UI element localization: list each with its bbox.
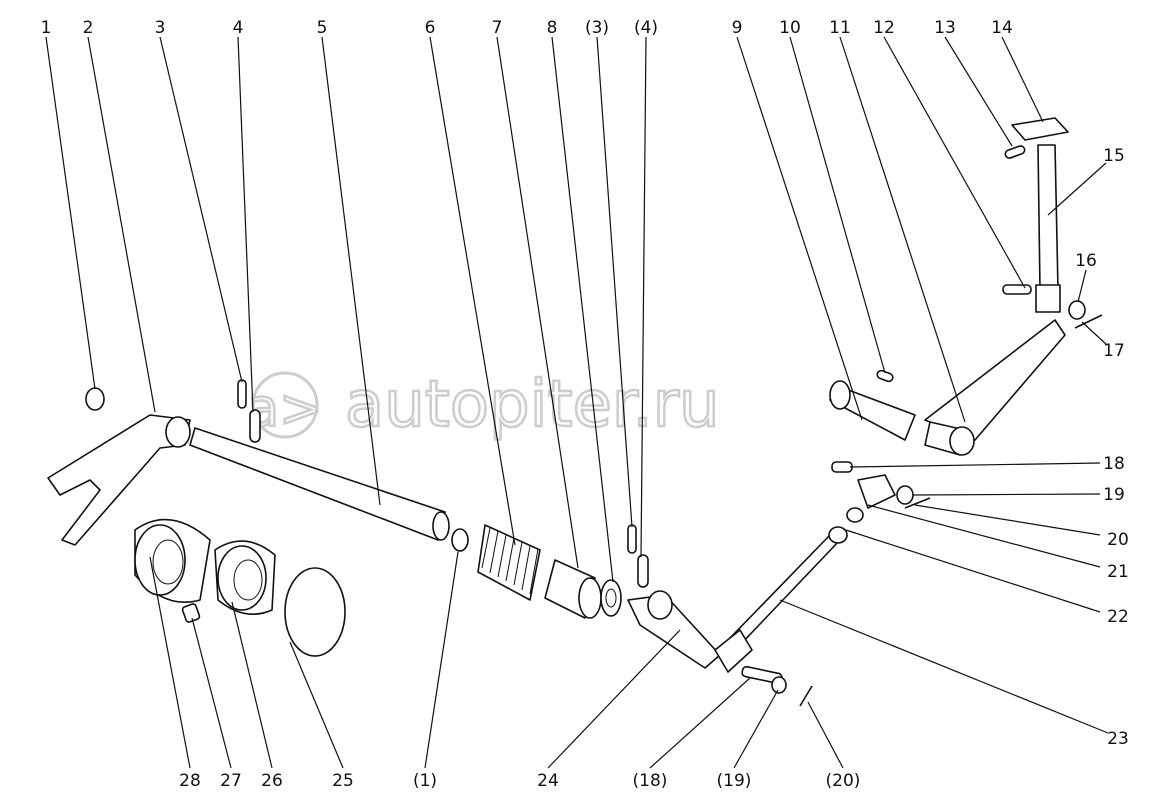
callout-label: 12 — [873, 18, 895, 38]
callout-label: 8 — [547, 18, 558, 38]
watermark: a> autopiter.ru — [246, 367, 721, 444]
callout-label: 22 — [1107, 607, 1129, 627]
callout-label: (20) — [826, 771, 861, 791]
callout-label: 14 — [991, 18, 1013, 38]
callout-label: 21 — [1107, 562, 1129, 582]
callout-label: 25 — [332, 771, 354, 791]
callout-label: 10 — [779, 18, 801, 38]
callout-label: 2 — [83, 18, 94, 38]
callout-label: 28 — [179, 771, 201, 791]
callout-label: 27 — [220, 771, 242, 791]
callout-label: (3) — [585, 18, 609, 38]
callout-label: 26 — [261, 771, 283, 791]
callout-label: 7 — [492, 18, 503, 38]
callout-label: (4) — [634, 18, 658, 38]
callout-label: 1 — [41, 18, 52, 38]
callout-label: 11 — [829, 18, 851, 38]
callout-label: 20 — [1107, 530, 1129, 550]
callout-label: 19 — [1103, 485, 1125, 505]
parts — [47, 117, 1103, 707]
callout-label: 13 — [934, 18, 956, 38]
callout-label: 23 — [1107, 729, 1129, 749]
callout-label: 5 — [317, 18, 328, 38]
callout-label: 17 — [1103, 341, 1125, 361]
callout-label: 16 — [1075, 251, 1097, 271]
callout-label: (1) — [413, 771, 437, 791]
leader-lines — [45, 36, 1109, 769]
callout-label: (18) — [633, 771, 668, 791]
callout-label: 9 — [732, 18, 743, 38]
callout-label: (19) — [717, 771, 752, 791]
callout-label: 6 — [425, 18, 436, 38]
callout-label: 4 — [233, 18, 244, 38]
watermark-text: autopiter.ru — [345, 368, 720, 442]
callout-label: 18 — [1103, 454, 1125, 474]
callout-label: 24 — [537, 771, 559, 791]
callout-labels: 1 2 3 4 5 6 7 8 (3) (4) 9 10 11 12 13 14… — [41, 18, 1129, 791]
callout-label: 15 — [1103, 146, 1125, 166]
callout-label: 3 — [155, 18, 166, 38]
